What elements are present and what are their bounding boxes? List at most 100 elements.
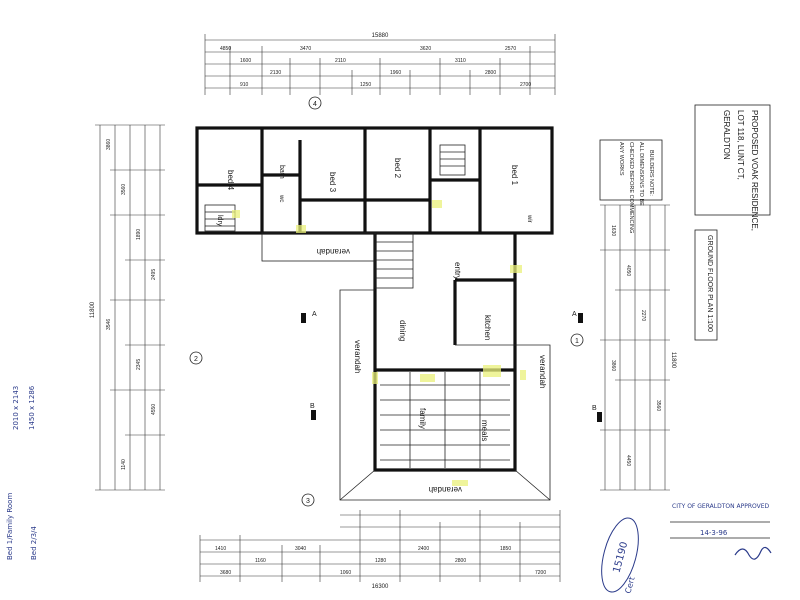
dim-text: 2345 (136, 359, 142, 370)
dim-text: 1600 (240, 58, 251, 64)
dim-text: 1280 (375, 558, 386, 564)
svg-text:B: B (310, 403, 315, 410)
dim-text: 3546 (106, 319, 112, 330)
right-dimension-strings: 11800 1630 4050 2270 3860 3560 4450 (600, 204, 676, 491)
svg-text:15190: 15190 (611, 541, 630, 575)
svg-text:A: A (312, 311, 317, 318)
dim-text: 2270 (640, 310, 646, 321)
svg-text:A: A (572, 311, 577, 318)
dim-text: 910 (240, 82, 249, 88)
top-overall-dimension: 15880 (372, 33, 389, 39)
dim-text: 2110 (335, 58, 346, 64)
dim-text: 3860 (610, 360, 616, 371)
signature (734, 546, 772, 560)
dim-text: 4550 (151, 404, 157, 415)
room-label-bed4: bed 4 (226, 170, 235, 191)
dim-text: 1060 (340, 570, 351, 576)
dim-text: 4050 (625, 265, 631, 276)
svg-text:4: 4 (313, 101, 317, 108)
dim-text: 4850 (220, 46, 231, 52)
building-outline (195, 126, 554, 472)
room-label-wir: wir (526, 214, 532, 223)
dim-text: 2800 (455, 558, 466, 564)
builders-note-line-1: BUILDERS NOTE: (648, 150, 654, 196)
dim-text: 3110 (455, 58, 466, 64)
svg-text:B: B (592, 405, 597, 412)
dim-text: 3560 (121, 184, 127, 195)
dim-text: 7200 (535, 570, 546, 576)
room-label-family: family (418, 408, 427, 429)
svg-text:2: 2 (194, 356, 198, 363)
left-overall-dimension: 11800 (90, 301, 96, 318)
svg-text:1: 1 (575, 338, 579, 345)
plan-title: GROUND FLOOR PLAN 1:100 (694, 229, 718, 341)
room-label-kitchen: kitchen (483, 315, 492, 340)
dim-text: 3860 (106, 139, 112, 150)
room-labels: bed 4 bath wc ldry bed 3 bed 2 bed 1 wir… (216, 158, 547, 494)
stair-hatching (204, 144, 466, 289)
dim-text: 1960 (390, 70, 401, 76)
dim-text: 1160 (255, 558, 266, 564)
room-label-verandah-left: verandah (353, 340, 362, 373)
room-label-verandah-top: verandah (317, 247, 350, 256)
dim-text: 2700 (520, 82, 531, 88)
family-room-floor-grid (380, 372, 510, 468)
certificate-stamp: 15190 Cert (601, 517, 639, 595)
builders-note-line-3: CHECKED BEFORE COMMENCING (628, 142, 634, 233)
dim-text: 3680 (220, 570, 231, 576)
dim-text: 2570 (505, 46, 516, 52)
svg-text:GROUND FLOOR PLAN 1:100: GROUND FLOOR PLAN 1:100 (706, 235, 713, 332)
left-dimension-strings: 11800 3860 3560 1890 2495 3546 2345 4550… (90, 124, 165, 491)
dim-text: 3040 (295, 546, 306, 552)
dim-text: 4450 (625, 455, 631, 466)
right-overall-dimension: 11800 (670, 352, 676, 369)
svg-text:Bed 1/Family Room: Bed 1/Family Room (6, 493, 14, 560)
svg-text:Bed 2/3/4: Bed 2/3/4 (30, 526, 38, 560)
room-label-bed2: bed 2 (393, 158, 402, 179)
title-line-2: LOT 118, LUNT CT, (736, 110, 745, 180)
dim-text: 3470 (300, 46, 311, 52)
room-label-bed3: bed 3 (328, 172, 337, 193)
left-handwritten-notes: 2010 x 2143 1450 x 1286 Bed 1/Family Roo… (6, 385, 38, 560)
dim-text: 2400 (418, 546, 429, 552)
verandah-outlines (261, 232, 551, 501)
room-label-verandah-right: verandah (538, 355, 547, 388)
dim-text: 1850 (500, 546, 511, 552)
dim-text: 1890 (136, 229, 142, 240)
elevation-marker-4: 4 (308, 96, 322, 110)
dim-text: 1410 (215, 546, 226, 552)
title-block: PROPOSED VOAK RESIDENCE, LOT 118, LUNT C… (694, 104, 771, 231)
builders-note-line-2: ALL DIMENSIONS TO BE (638, 142, 644, 206)
dim-text: 1630 (610, 225, 616, 236)
room-label-bath: bath (278, 165, 285, 179)
svg-text:CITY OF GERALDTON APPROVED: CITY OF GERALDTON APPROVED (672, 503, 770, 510)
dim-text: 2495 (151, 269, 157, 280)
section-markers: A A B B (301, 311, 602, 422)
room-label-verandah-bottom: verandah (429, 485, 462, 494)
dim-text: 2130 (270, 70, 281, 76)
room-label-meals: meals (480, 420, 489, 441)
room-label-entry: entry (453, 262, 462, 280)
svg-text:3: 3 (306, 498, 310, 505)
room-label-ldry: ldry (216, 215, 223, 227)
elevation-markers: 2 3 1 (189, 333, 584, 507)
dim-text: 3620 (420, 46, 431, 52)
room-label-wc: wc (278, 194, 284, 202)
dim-text: 1250 (360, 82, 371, 88)
svg-text:14-3-96: 14-3-96 (700, 529, 728, 537)
svg-text:Cert: Cert (623, 576, 636, 595)
title-line-3: GERALDTON (722, 110, 731, 160)
builders-note-line-4: ANY WORKS (618, 142, 624, 176)
dim-text: 2800 (485, 70, 496, 76)
room-label-bed1: bed 1 (510, 165, 519, 186)
svg-text:1450 x 1286: 1450 x 1286 (28, 385, 36, 430)
room-label-dining: dining (398, 320, 407, 341)
approval-stamp: CITY OF GERALDTON APPROVED 14-3-96 (670, 503, 772, 560)
dim-text: 1140 (121, 459, 127, 470)
bottom-overall-dimension: 16300 (372, 584, 389, 590)
top-dimension-strings: 15880 4850 3470 3620 2570 1600 2110 3110… (204, 33, 556, 95)
svg-text:2010 x 2143: 2010 x 2143 (12, 386, 20, 430)
highlight-marks (232, 200, 526, 486)
bottom-dimension-strings: 16300 1410 3040 2400 1850 1160 1280 2800… (199, 510, 561, 590)
